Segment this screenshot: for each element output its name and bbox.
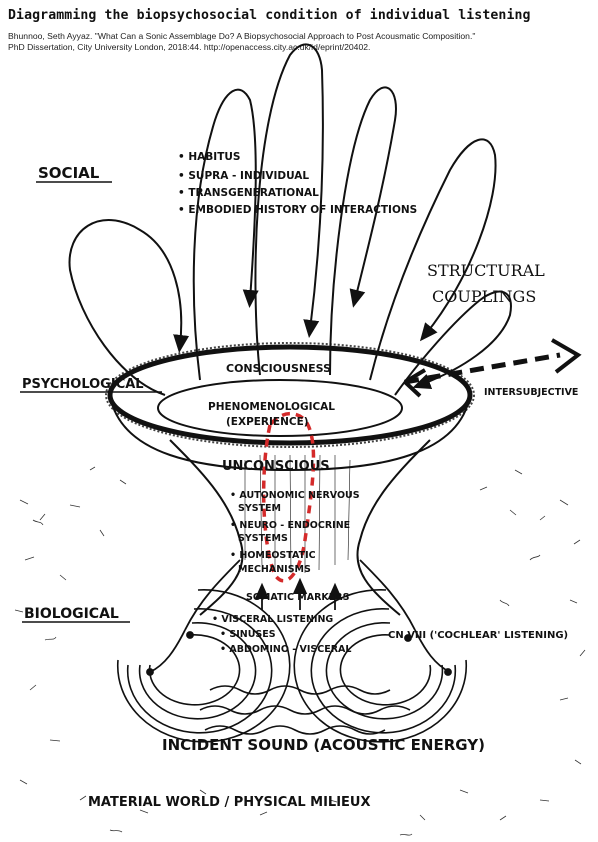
social-item: • EMBODIED HISTORY OF INTERACTIONS	[178, 204, 417, 216]
cochlear-label: CN VIII ('COCHLEAR' LISTENING)	[388, 630, 568, 641]
sound-waves	[116, 589, 468, 743]
social-item: • HABITUS	[178, 151, 240, 163]
social-item: • SUPRA - INDIVIDUAL	[178, 170, 309, 182]
red-dashed-loop	[261, 412, 316, 583]
page-title: Diagramming the biopsychosocial conditio…	[8, 8, 531, 23]
social-items-list: • HABITUS • SUPRA - INDIVIDUAL • TRANSGE…	[178, 151, 417, 216]
structural-label: STRUCTURAL	[427, 261, 545, 280]
intersubjective-arrow	[403, 338, 582, 398]
unconscious-label: UNCONSCIOUS	[222, 459, 330, 474]
social-item: • TRANSGENERATIONAL	[178, 187, 319, 199]
citation-line-1: Bhunnoo, Seth Ayyaz. "What Can a Sonic A…	[8, 31, 476, 41]
couplings-label: COUPLINGS	[432, 287, 536, 306]
citation: Bhunnoo, Seth Ayyaz. "What Can a Sonic A…	[8, 31, 593, 53]
consciousness-label: CONSCIOUSNESS	[226, 362, 331, 375]
social-loops	[68, 43, 512, 396]
label-psychological: PSYCHOLOGICAL	[22, 377, 144, 392]
label-social: SOCIAL	[38, 164, 100, 182]
bio-item: • HOMEOSTATIC	[230, 550, 316, 561]
funnel-stem	[169, 439, 431, 616]
consciousness-bowl	[105, 342, 475, 472]
listening-item: • SINUSES	[220, 629, 276, 640]
citation-line-2: PhD Dissertation, City University London…	[8, 42, 371, 52]
bio-item: • NEURO - ENDOCRINE	[230, 520, 350, 531]
somatic-arrows	[254, 577, 343, 610]
bio-item: SYSTEMS	[238, 533, 288, 544]
bio-item: SYSTEM	[238, 503, 281, 514]
intersubjective-label: INTERSUBJECTIVE	[484, 387, 578, 398]
ground-texture	[14, 466, 586, 836]
bio-item: • AUTONOMIC NERVOUS	[230, 490, 360, 501]
bio-items-list: • AUTONOMIC NERVOUS SYSTEM • NEURO - END…	[230, 490, 360, 575]
somatic-markers-label: SOMATIC MARKERS	[246, 592, 350, 603]
material-world-label: MATERIAL WORLD / PHYSICAL MILIEUX	[88, 795, 371, 810]
phenomenological-ellipse	[157, 379, 403, 437]
incident-sound-label: INCIDENT SOUND (ACOUSTIC ENERGY)	[162, 736, 485, 754]
listening-item: • ABDOMINO - VISCERAL	[220, 644, 351, 655]
label-biological: BIOLOGICAL	[24, 606, 119, 622]
nerve-branches	[146, 559, 452, 676]
phenomenological-label: PHENOMENOLOGICAL	[208, 401, 335, 413]
experience-label: (EXPERIENCE)	[226, 416, 309, 428]
listening-items-list: • VISCERAL LISTENING • SINUSES • ABDOMIN…	[212, 614, 351, 655]
listening-item: • VISCERAL LISTENING	[212, 614, 333, 625]
bio-item: MECHANISMS	[238, 564, 311, 575]
